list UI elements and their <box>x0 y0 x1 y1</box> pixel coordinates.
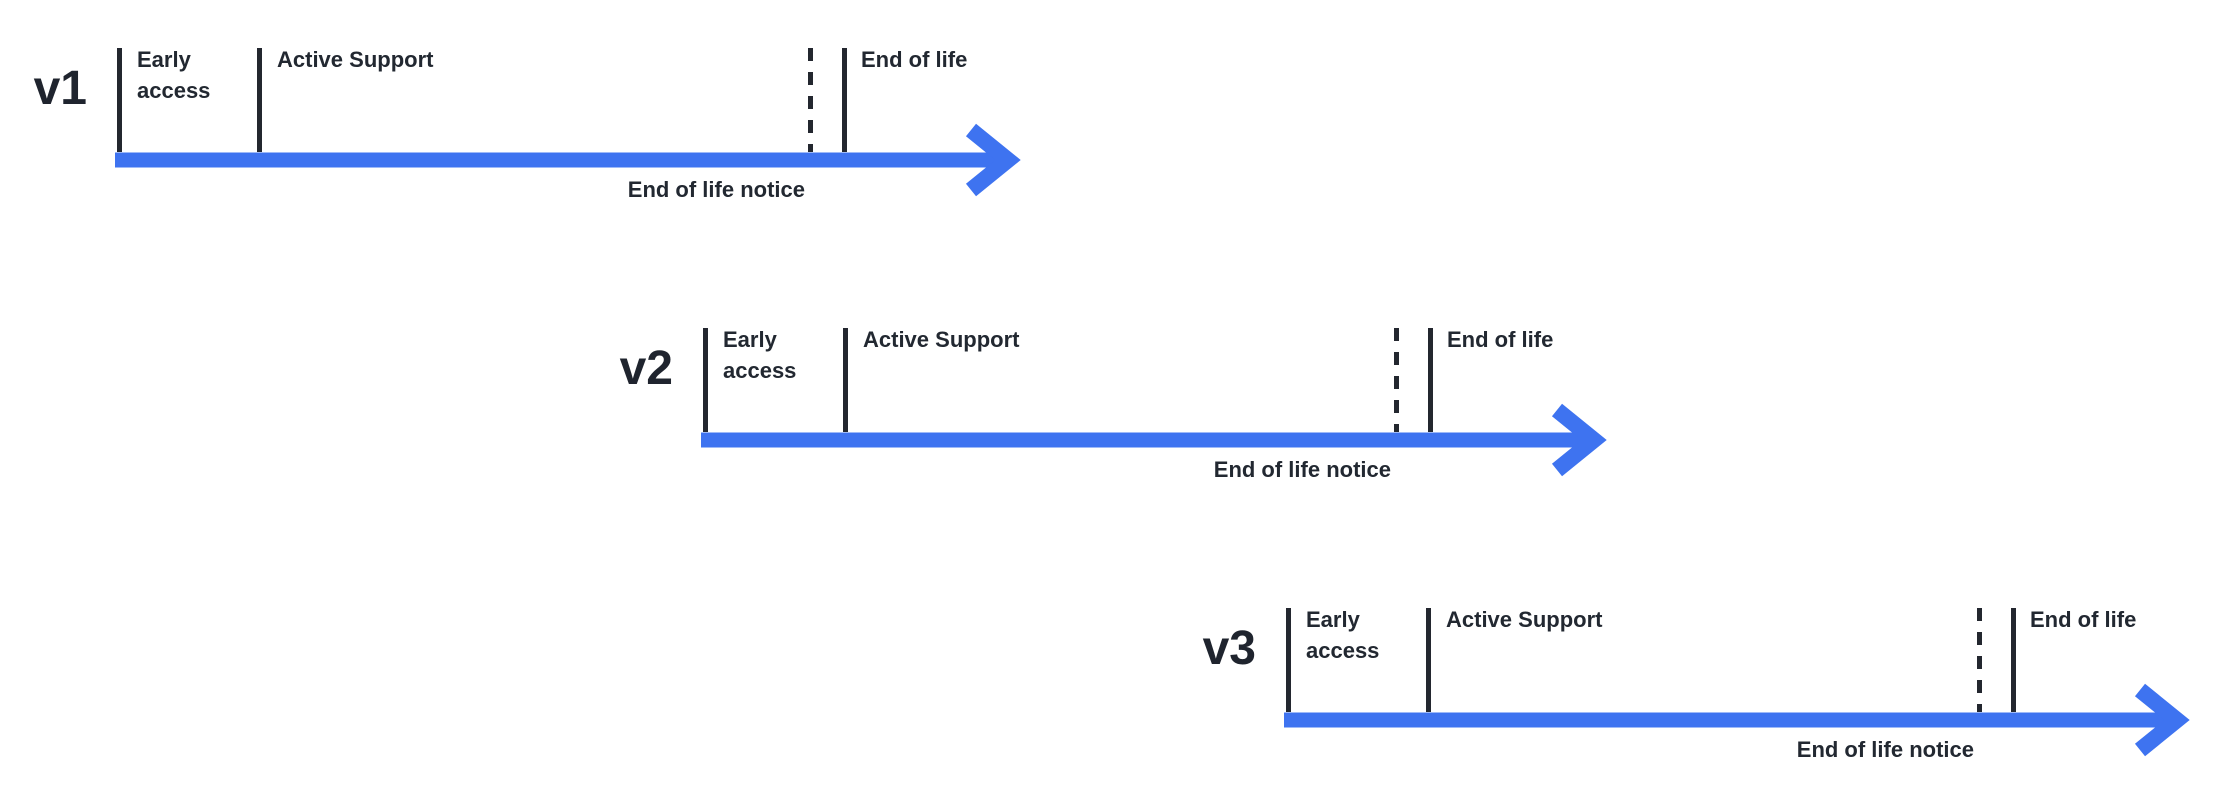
early-access-label: Early access <box>1306 607 1380 663</box>
timeline-row-v2: v2 Early access Active Support End of li… <box>620 327 1613 503</box>
early-access-start-tick <box>117 48 122 152</box>
version-label-v2: v2 <box>619 342 673 395</box>
active-support-start-tick <box>257 48 262 152</box>
early-access-label: Early access <box>723 327 797 383</box>
end-of-life-label: End of life <box>1447 327 1554 352</box>
timeline-row-v3: v3 Early access Active Support End of li… <box>1203 607 2196 783</box>
timeline-arrow-icon <box>701 403 1607 477</box>
active-support-label: Active Support <box>863 327 1020 352</box>
early-access-start-tick <box>703 328 708 432</box>
end-of-life-notice-label: End of life notice <box>627 177 805 202</box>
active-support-label: Active Support <box>1446 607 1603 632</box>
end-of-life-tick <box>842 48 847 152</box>
early-access-start-tick <box>1286 608 1291 712</box>
end-of-life-tick <box>2011 608 2016 712</box>
version-label-v1: v1 <box>33 62 87 115</box>
timeline-arrow-icon <box>115 123 1021 197</box>
end-of-life-label: End of life <box>861 47 968 72</box>
active-support-start-tick <box>843 328 848 432</box>
active-support-label: Active Support <box>277 47 434 72</box>
early-access-label: Early access <box>137 47 211 103</box>
version-label-v3: v3 <box>1202 622 1256 675</box>
end-of-life-notice-label: End of life notice <box>1796 737 1974 762</box>
end-of-life-notice-dashed-tick <box>1394 328 1399 432</box>
end-of-life-notice-label: End of life notice <box>1213 457 1391 482</box>
timeline-arrow-icon <box>1284 683 2190 757</box>
timeline-row-v1: v1 Early access Active Support End of li… <box>34 47 1027 223</box>
active-support-start-tick <box>1426 608 1431 712</box>
end-of-life-notice-dashed-tick <box>808 48 813 152</box>
end-of-life-tick <box>1428 328 1433 432</box>
end-of-life-label: End of life <box>2030 607 2137 632</box>
end-of-life-notice-dashed-tick <box>1977 608 1982 712</box>
